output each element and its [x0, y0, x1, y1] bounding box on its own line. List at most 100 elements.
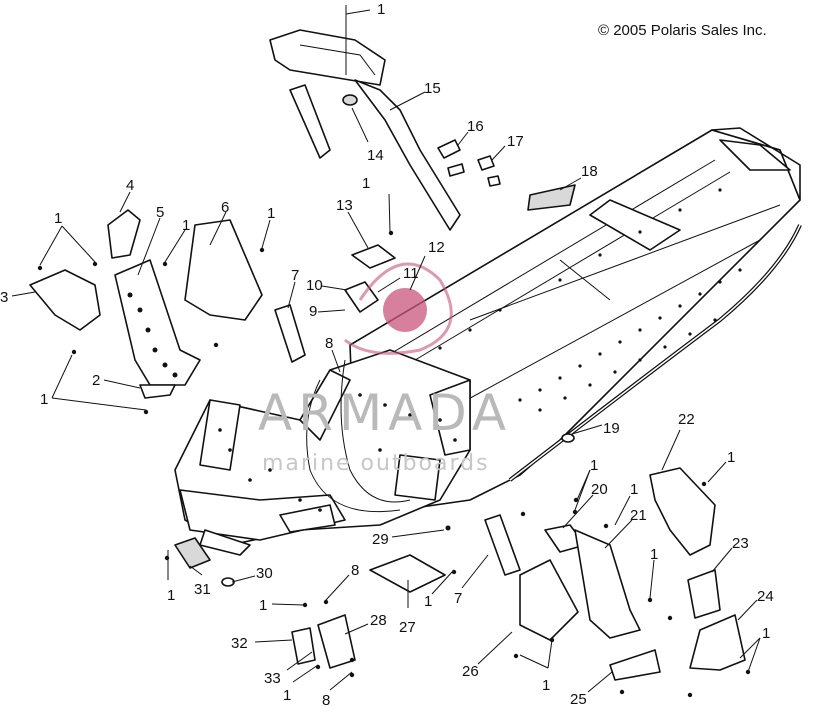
callout-26: 26	[462, 631, 513, 680]
callout-1f: 1	[40, 354, 147, 411]
plate-5	[114, 259, 201, 386]
bracket-21	[574, 529, 641, 639]
svg-text:28: 28	[370, 612, 387, 629]
svg-text:13: 13	[336, 197, 353, 214]
svg-text:5: 5	[156, 204, 164, 221]
svg-text:14: 14	[367, 147, 384, 164]
callout-2: 2	[92, 372, 141, 389]
svg-text:1: 1	[762, 625, 770, 642]
svg-text:1: 1	[650, 546, 658, 563]
callout-1j: 1	[167, 550, 175, 604]
watermark-subtitle: marine outboards	[262, 451, 490, 476]
svg-text:1: 1	[40, 391, 48, 408]
fastener-dots	[37, 230, 751, 698]
callout-27: 27	[399, 580, 416, 636]
svg-text:10: 10	[306, 277, 323, 294]
fastener-29	[445, 525, 451, 531]
callout-29: 29	[372, 529, 445, 548]
watermark-logo-mark	[383, 288, 427, 332]
svg-text:4: 4	[126, 177, 134, 194]
svg-text:18: 18	[581, 163, 598, 180]
callout-31: 31	[189, 565, 211, 598]
svg-text:1: 1	[362, 175, 370, 192]
svg-text:1: 1	[377, 1, 385, 18]
callout-1a: 1	[345, 1, 385, 75]
callout-32: 32	[231, 635, 293, 652]
cover-23	[687, 569, 721, 619]
callout-18: 18	[559, 163, 598, 191]
callout-11: 11	[377, 265, 419, 293]
svg-text:1: 1	[259, 597, 267, 614]
callout-1n: 1	[283, 664, 319, 704]
svg-text:8: 8	[351, 562, 359, 579]
callout-16: 16	[457, 118, 484, 146]
bracket-4	[107, 209, 141, 259]
cover-22	[649, 467, 716, 556]
svg-text:26: 26	[462, 663, 479, 680]
callout-8b: 8	[325, 562, 359, 601]
bulkhead-holes	[218, 393, 457, 512]
callout-7a: 7	[287, 267, 299, 309]
svg-text:1: 1	[54, 210, 62, 227]
callout-7b: 7	[454, 554, 489, 607]
callout-9: 9	[309, 303, 346, 320]
svg-text:30: 30	[256, 565, 273, 582]
svg-text:15: 15	[424, 80, 441, 97]
decal-18	[527, 184, 576, 211]
callout-30: 30	[231, 565, 273, 583]
callout-22: 22	[661, 411, 695, 471]
svg-text:1: 1	[630, 481, 638, 498]
svg-text:27: 27	[399, 619, 416, 636]
strap-7	[274, 304, 306, 363]
watermark-title: ARMADA	[258, 384, 512, 442]
svg-text:31: 31	[194, 581, 211, 598]
svg-text:1: 1	[424, 593, 432, 610]
svg-text:2: 2	[92, 372, 100, 389]
pad-31	[174, 537, 211, 569]
svg-text:22: 22	[678, 411, 695, 428]
callout-3: 3	[0, 289, 36, 306]
svg-text:6: 6	[221, 199, 229, 216]
svg-text:3: 3	[0, 289, 8, 306]
callout-8a: 8	[325, 335, 341, 373]
svg-text:9: 9	[309, 303, 317, 320]
bracket-24	[689, 614, 746, 671]
armada-watermark: ARMADA marine outboards	[258, 262, 512, 476]
svg-text:1: 1	[182, 217, 190, 234]
svg-text:33: 33	[264, 670, 281, 687]
steering-post	[269, 29, 461, 231]
svg-text:7: 7	[454, 590, 462, 607]
svg-text:17: 17	[507, 133, 524, 150]
callout-12: 12	[409, 239, 445, 291]
shield-6	[184, 219, 263, 321]
post-bushing	[342, 94, 358, 106]
callout-1e: 1	[362, 175, 391, 233]
callout-1b: 1	[39, 210, 96, 266]
callout-8c: 8	[322, 671, 353, 709]
callout-1m: 1	[649, 546, 658, 599]
rail-cable	[508, 224, 802, 482]
callout-24: 24	[737, 588, 774, 621]
callout-13: 13	[336, 197, 369, 249]
callout-17: 17	[491, 133, 524, 161]
nut-17	[477, 155, 501, 187]
svg-text:7: 7	[291, 267, 299, 284]
callout-25: 25	[570, 671, 613, 708]
callout-23: 23	[711, 535, 749, 573]
svg-text:1: 1	[267, 205, 275, 222]
plate-27	[369, 554, 446, 593]
svg-text:1: 1	[590, 457, 598, 474]
callout-1d: 1	[261, 205, 275, 249]
svg-text:12: 12	[428, 239, 445, 256]
svg-text:23: 23	[732, 535, 749, 552]
callout-14: 14	[351, 107, 384, 164]
copyright-notice: © 2005 Polaris Sales Inc.	[598, 22, 767, 39]
callout-19: 19	[571, 420, 620, 437]
callout-28: 28	[344, 612, 387, 635]
svg-text:11: 11	[403, 265, 419, 282]
svg-text:8: 8	[322, 692, 330, 709]
svg-text:1: 1	[167, 587, 175, 604]
tunnel-rivet-holes	[438, 188, 742, 412]
